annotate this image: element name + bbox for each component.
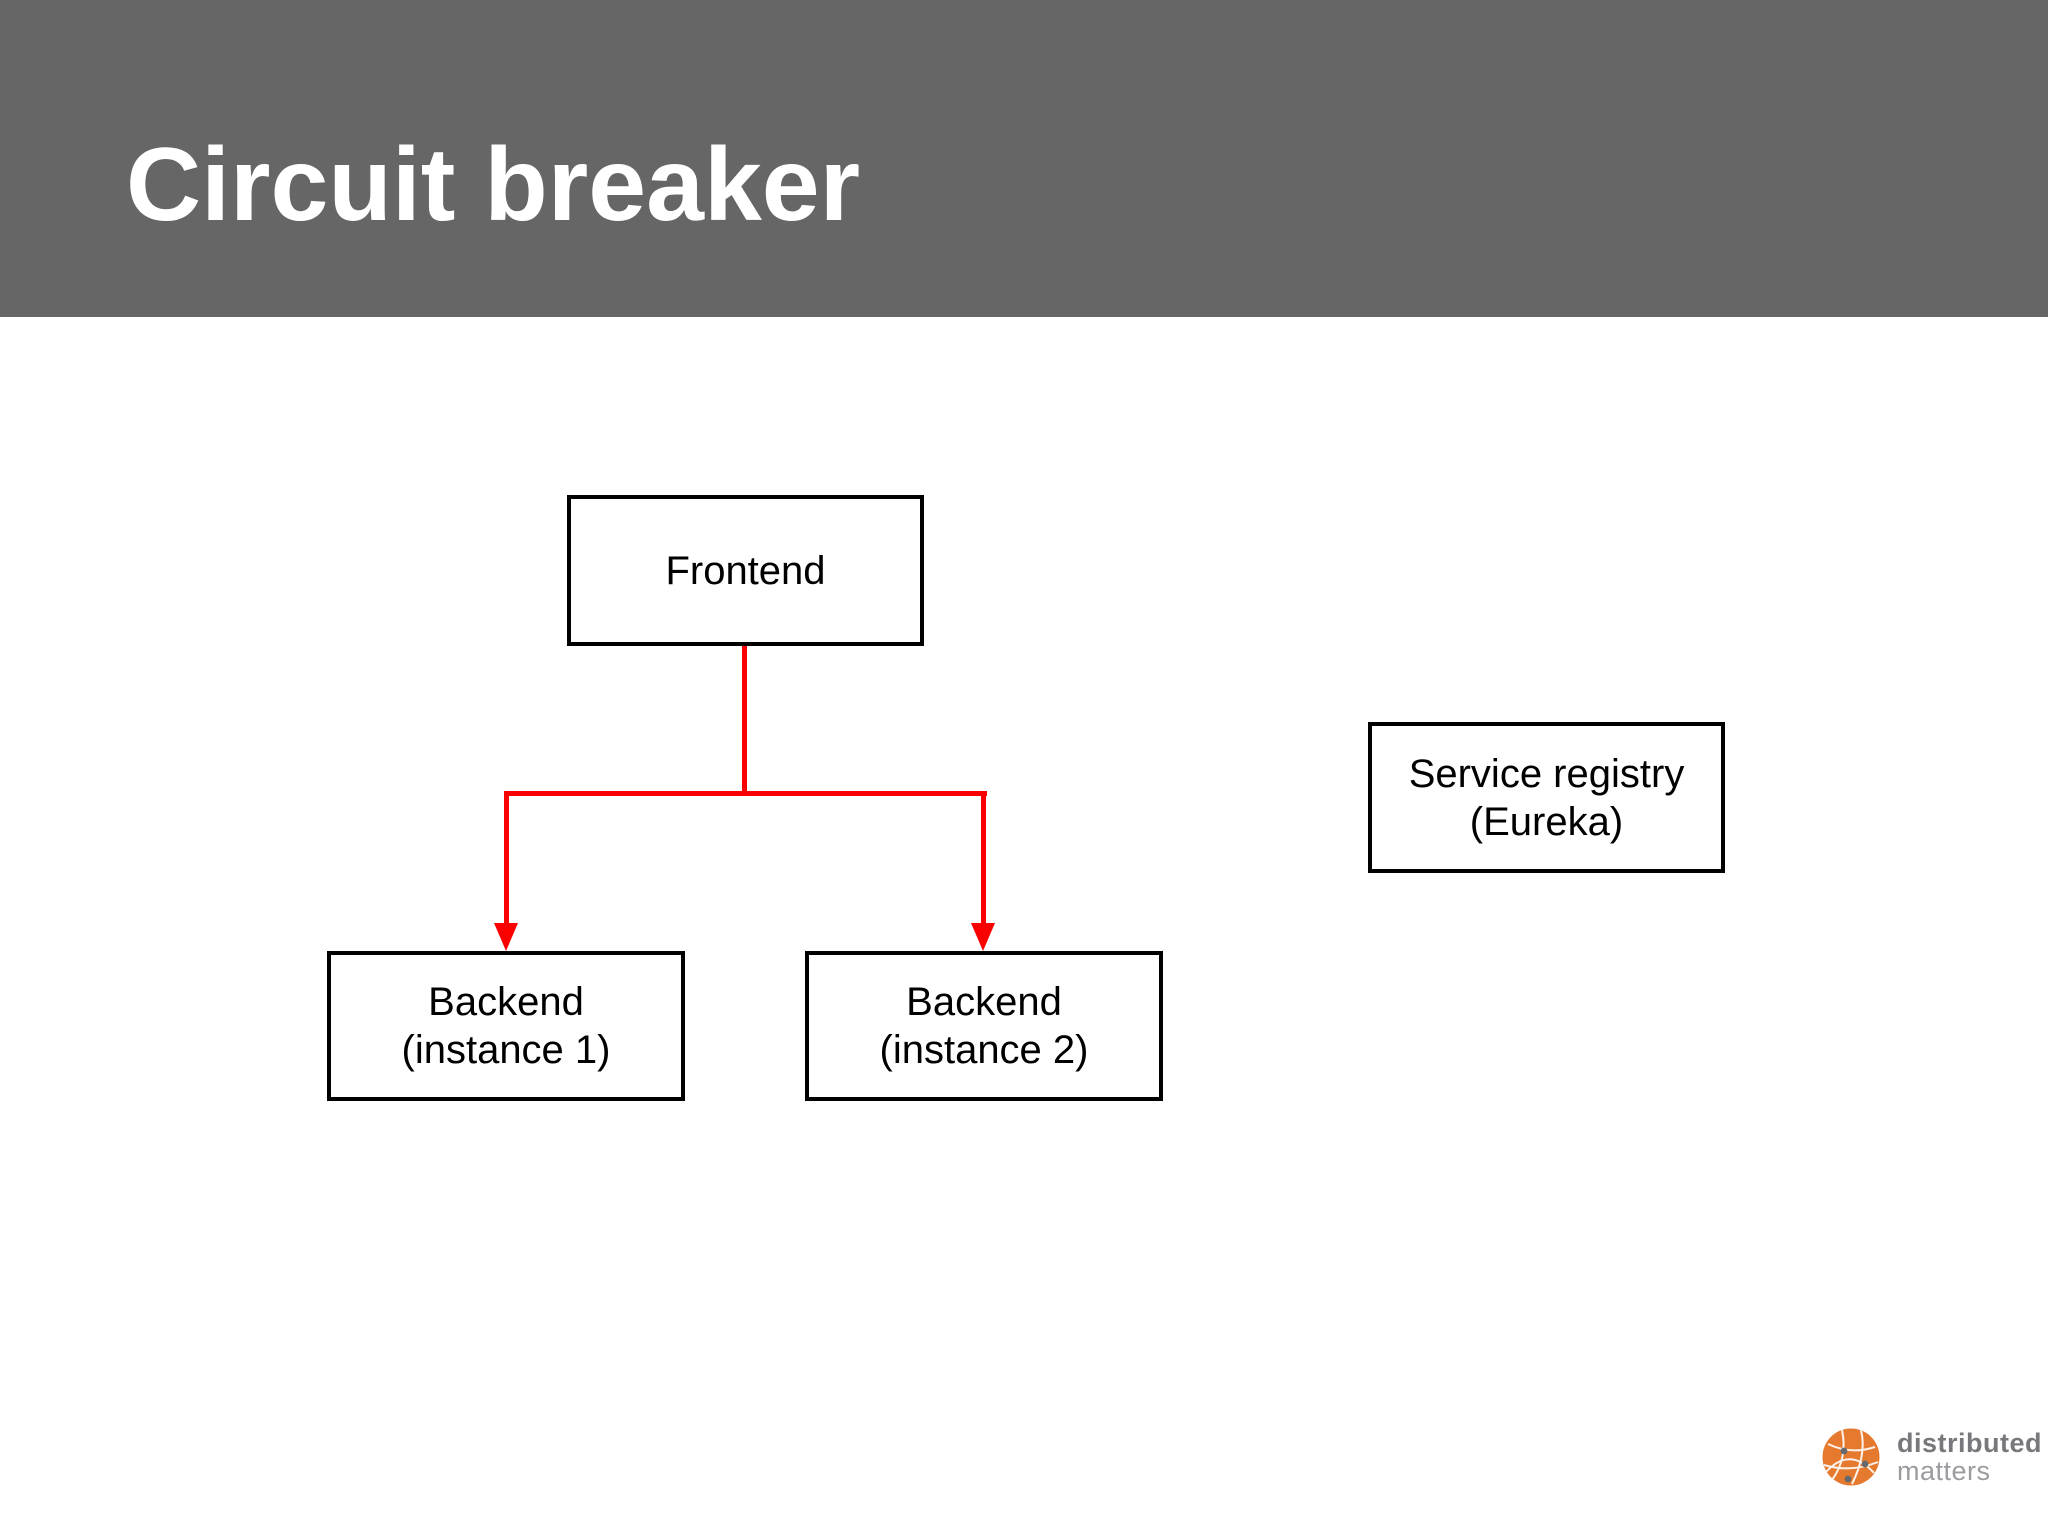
arrowhead-backend-1-icon — [494, 923, 518, 951]
node-frontend: Frontend — [567, 495, 924, 646]
connector-drop-backend-1 — [504, 791, 509, 923]
logo-text: distributed matters — [1897, 1429, 2042, 1485]
arrowhead-backend-2-icon — [971, 923, 995, 951]
connector-horizontal — [504, 791, 987, 796]
logo-name-line1: distributed — [1897, 1428, 2042, 1458]
node-backend-2-label-line2: (instance 2) — [879, 1028, 1089, 1072]
node-frontend-label: Frontend — [665, 548, 826, 593]
node-backend-2: Backend (instance 2) — [805, 951, 1163, 1101]
node-backend-1-label-line2: (instance 1) — [401, 1028, 611, 1072]
node-service-registry-label-line1: Service registry — [1408, 751, 1685, 796]
connector-frontend-stem — [742, 646, 747, 796]
node-backend-1: Backend (instance 1) — [327, 951, 685, 1101]
distributed-matters-logo: distributed matters — [1822, 1428, 2042, 1486]
node-backend-1-label-line1: Backend — [428, 980, 584, 1024]
node-service-registry: Service registry (Eureka) — [1368, 722, 1725, 873]
slide-title: Circuit breaker — [126, 127, 861, 243]
node-service-registry-label-line2: (Eureka) — [1469, 799, 1624, 844]
node-backend-2-label-line1: Backend — [906, 980, 1062, 1024]
header-bar — [0, 0, 2048, 317]
logo-name-line2: matters — [1897, 1456, 1991, 1486]
connector-drop-backend-2 — [981, 791, 986, 923]
network-globe-icon — [1822, 1428, 1880, 1486]
